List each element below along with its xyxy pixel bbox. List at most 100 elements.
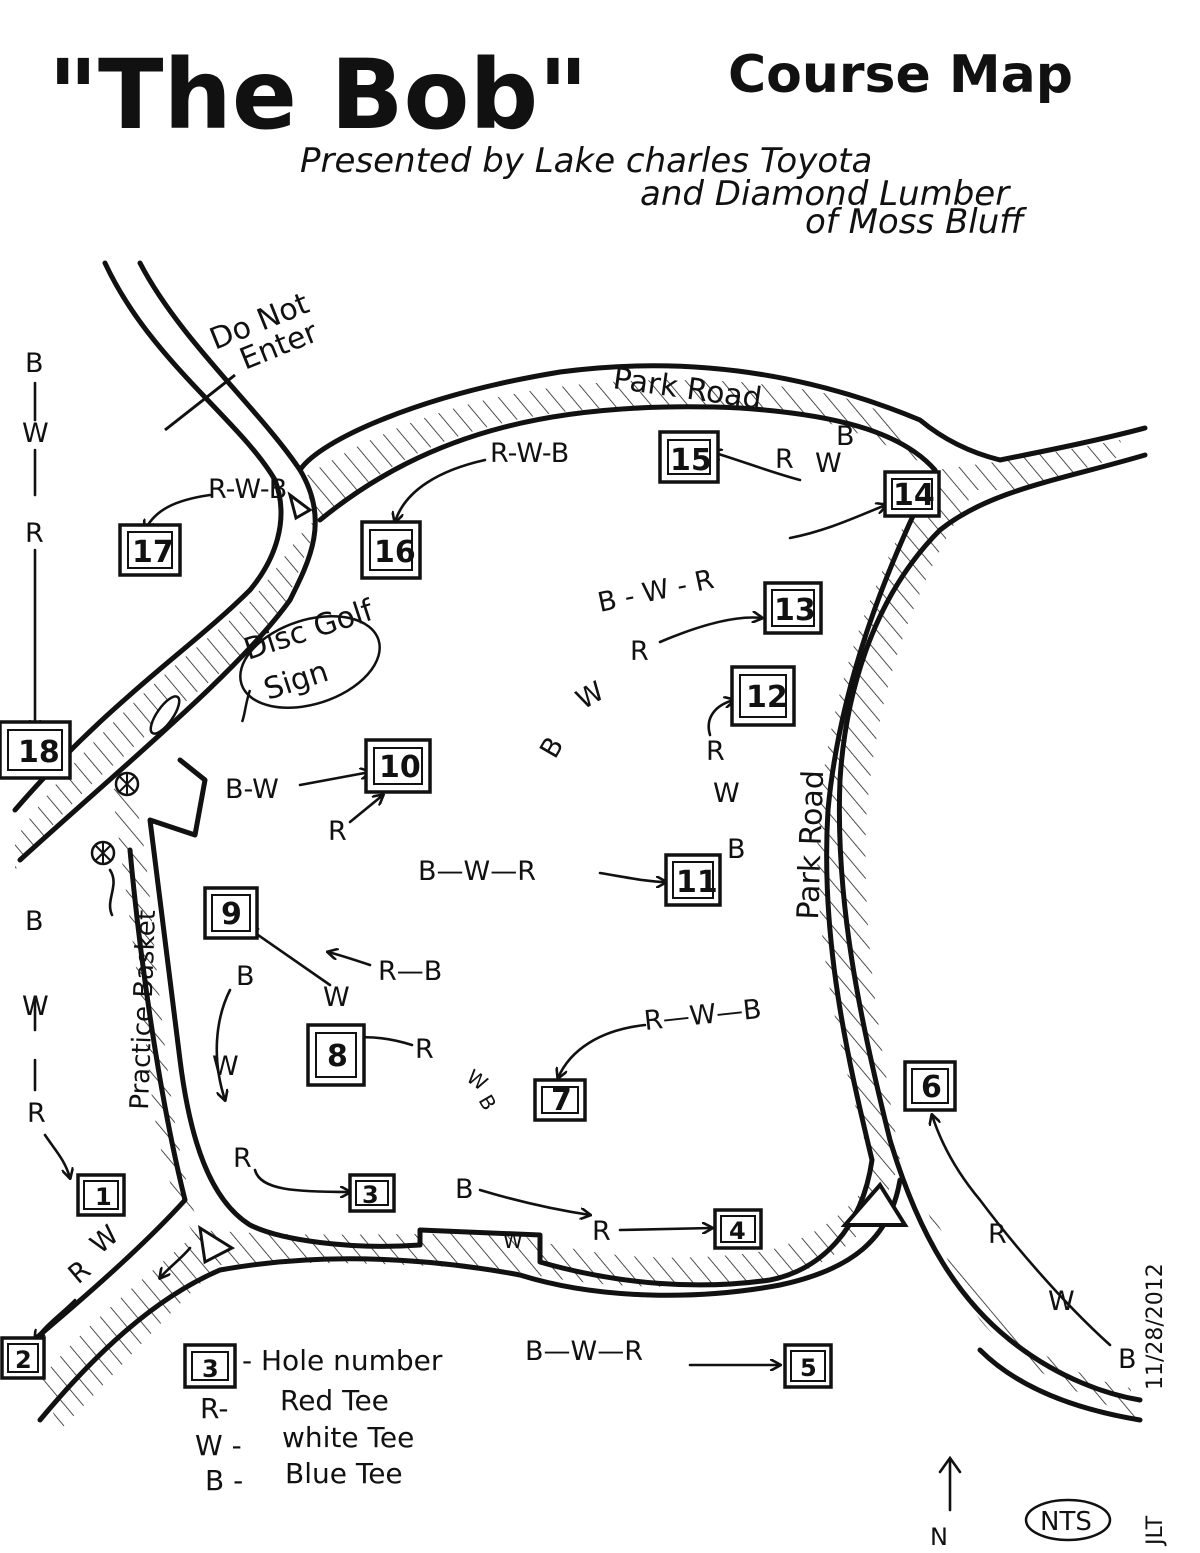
legend-blue-key: B -: [205, 1464, 243, 1497]
svg-text:9: 9: [221, 897, 242, 932]
tee-18-w: W: [22, 418, 49, 449]
do-not-enter-bar: [164, 373, 236, 432]
hole-3[interactable]: 3: [348, 1173, 396, 1213]
svg-text:14: 14: [893, 478, 935, 513]
tee-13-b: B: [534, 732, 570, 764]
hole-15[interactable]: 15: [658, 430, 720, 484]
hole-10[interactable]: 10: [364, 738, 432, 794]
hole-18[interactable]: 18: [0, 720, 72, 780]
svg-text:18: 18: [18, 735, 60, 770]
svg-text:10: 10: [379, 750, 421, 785]
svg-text:1: 1: [95, 1183, 112, 1211]
yield-triangle-icon: [287, 491, 313, 521]
tee-6-w: W: [1048, 1286, 1075, 1317]
hole-2[interactable]: 2: [0, 1336, 46, 1380]
tee-16: R-W-B: [490, 438, 569, 469]
tee-2-w: W: [85, 1219, 125, 1260]
hole-4[interactable]: 4: [713, 1208, 763, 1250]
sponsor-line-2: and Diamond Lumber: [640, 174, 1011, 214]
tee-13-w: W: [571, 676, 610, 716]
park-road-label-right: Park Road: [791, 769, 831, 920]
tee-8-r: R: [415, 1034, 434, 1065]
tee-9-rb: R—B: [378, 956, 442, 987]
tee-9-b: B: [236, 961, 255, 992]
nts-badge: NTS: [1024, 1498, 1112, 1542]
fairway-arrows: [35, 381, 1112, 1365]
tee-1-r: R: [27, 1098, 46, 1129]
nts-label: NTS: [1040, 1507, 1092, 1537]
hole-8[interactable]: 8: [306, 1023, 366, 1087]
svg-text:15: 15: [670, 443, 712, 478]
svg-text:4: 4: [729, 1217, 746, 1245]
tee-3-r: R: [233, 1143, 252, 1174]
legend-white-tee: white Tee: [282, 1421, 414, 1454]
tee-15-r: R: [775, 444, 794, 475]
tee-18-r: R: [25, 518, 44, 549]
tee-8-w: W: [462, 1064, 492, 1095]
legend-red-key: R-: [200, 1392, 228, 1425]
tee-6-r: R: [988, 1219, 1007, 1250]
sponsor-line-3: of Moss Bluff: [805, 202, 1027, 242]
map-subtitle: Course Map: [728, 45, 1073, 105]
tee-2-r: R: [63, 1255, 97, 1291]
tee-15-b: B: [836, 421, 855, 452]
tee-3-w: W: [212, 1051, 239, 1082]
map-title: "The Bob": [48, 39, 588, 151]
svg-text:11: 11: [676, 865, 718, 900]
sponsor-line-1: Presented by Lake charles Toyota: [300, 141, 872, 181]
tee-4-r: R: [592, 1216, 611, 1247]
tee-1-w: W: [22, 991, 49, 1022]
tee-6-b: B: [1118, 1344, 1137, 1375]
tee-5: B—W—R: [525, 1336, 643, 1367]
tee-10-bw: B-W: [225, 774, 279, 805]
svg-text:7: 7: [551, 1083, 572, 1118]
legend-white-key: W -: [195, 1429, 242, 1462]
hole-16[interactable]: 16: [360, 520, 422, 580]
hole-5[interactable]: 5: [783, 1343, 833, 1389]
svg-text:16: 16: [374, 535, 416, 570]
svg-text:8: 8: [327, 1039, 348, 1074]
svg-text:6: 6: [921, 1070, 942, 1105]
legend-hole-box: 3: [183, 1343, 237, 1389]
park-road: [7, 260, 1148, 1423]
tee-17: R-W-B: [208, 474, 287, 505]
hole-7[interactable]: 7: [533, 1078, 587, 1122]
svg-text:5: 5: [800, 1354, 817, 1382]
initials-label: JLT: [1143, 1515, 1168, 1547]
hole-1[interactable]: 1: [76, 1173, 126, 1217]
hole-6[interactable]: 6: [903, 1060, 957, 1112]
hole-17[interactable]: 17: [118, 523, 182, 577]
svg-text:13: 13: [774, 593, 816, 628]
svg-text:17: 17: [132, 535, 174, 570]
practice-basket-icon: [90, 771, 140, 917]
hole-14[interactable]: 14: [883, 470, 941, 518]
date-label: 11/28/2012: [1143, 1263, 1168, 1390]
hole-11[interactable]: 11: [664, 853, 722, 907]
tee-11: B—W—R: [418, 856, 536, 887]
svg-text:3: 3: [362, 1181, 379, 1209]
legend-red-tee: Red Tee: [280, 1384, 389, 1417]
tee-13-r: R: [630, 636, 649, 667]
hole-13[interactable]: 13: [763, 581, 823, 635]
tee-9-w: W: [323, 982, 350, 1013]
north-label: N: [930, 1523, 948, 1551]
svg-text:2: 2: [15, 1346, 32, 1374]
hole-12[interactable]: 12: [730, 665, 796, 727]
yield-triangle-icon: [840, 1181, 909, 1227]
tee-4-w: W: [503, 1229, 523, 1253]
tee-7: R—W—B: [642, 994, 763, 1037]
tee-12-w: W: [713, 778, 740, 809]
hole-9[interactable]: 9: [203, 886, 259, 940]
tee-12-b: B: [727, 834, 746, 865]
tee-10-r: R: [328, 816, 347, 847]
north-arrow-icon: [938, 1455, 962, 1512]
tee-1-b: B: [25, 906, 44, 937]
svg-text:3: 3: [202, 1355, 219, 1383]
tee-18-b: B: [25, 348, 44, 379]
practice-basket-label: Practice Basket: [125, 910, 162, 1111]
tee-14: B - W - R: [595, 564, 717, 619]
legend-blue-tee: Blue Tee: [285, 1457, 403, 1490]
legend-hole-number: - Hole number: [242, 1344, 443, 1377]
tee-12-r: R: [706, 736, 725, 767]
